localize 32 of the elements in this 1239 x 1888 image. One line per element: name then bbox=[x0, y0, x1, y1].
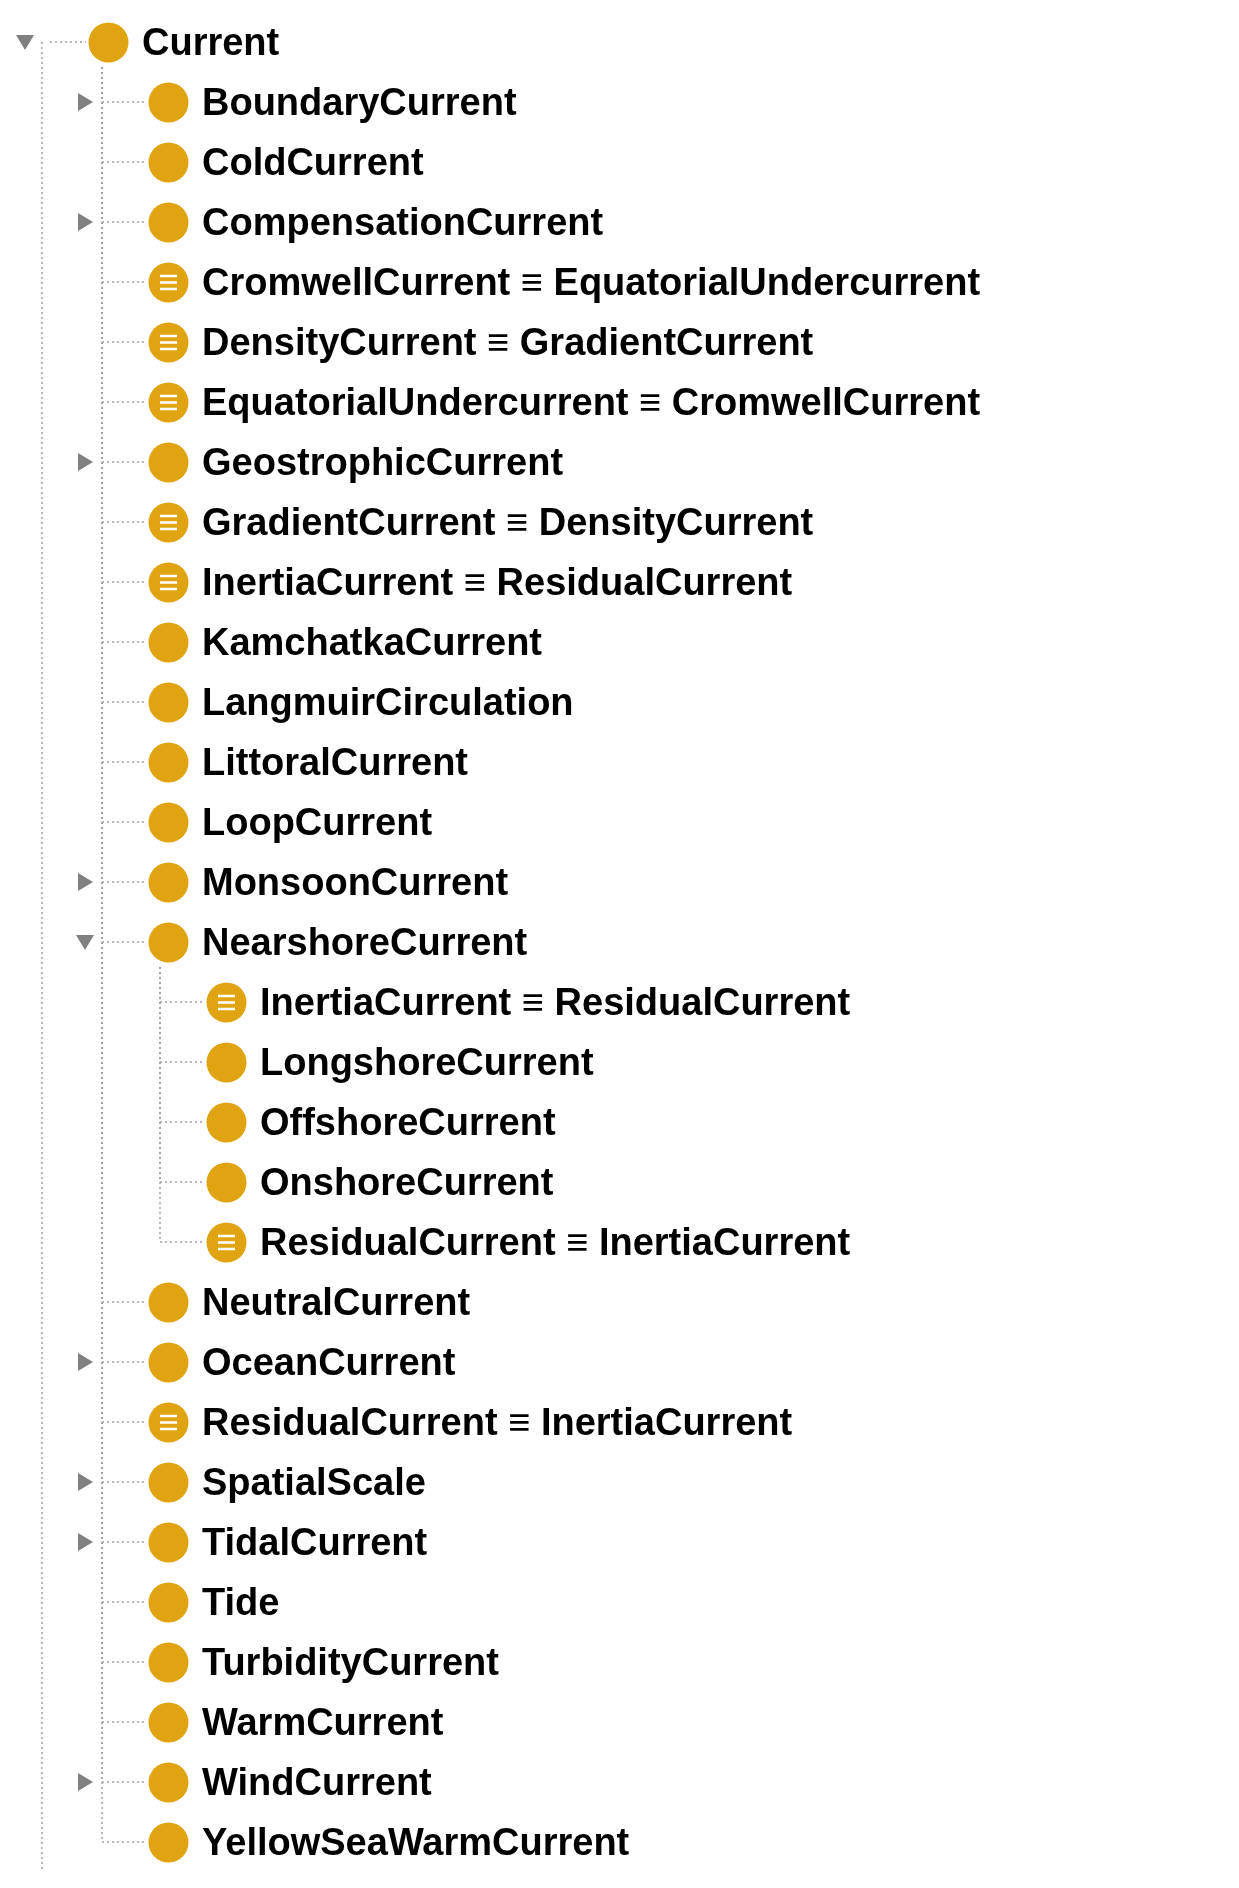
class-name-label: Tide bbox=[202, 1583, 280, 1621]
class-name-label: CromwellCurrent ≡ EquatorialUndercurrent bbox=[202, 263, 981, 301]
class-name-label: OceanCurrent bbox=[202, 1343, 456, 1381]
class-name-label: OnshoreCurrent bbox=[260, 1163, 554, 1201]
class-name-label: WarmCurrent bbox=[202, 1703, 444, 1741]
class-name-label: OffshoreCurrent bbox=[260, 1103, 556, 1141]
class-name-label: BoundaryCurrent bbox=[202, 83, 517, 121]
class-name-label: TidalCurrent bbox=[202, 1523, 428, 1561]
class-name-label: ColdCurrent bbox=[202, 143, 424, 181]
class-name-label: ResidualCurrent ≡ InertiaCurrent bbox=[202, 1403, 793, 1441]
class-name-label: Current bbox=[142, 23, 280, 61]
class-name-label: LongshoreCurrent bbox=[260, 1043, 594, 1081]
class-name-label: NearshoreCurrent bbox=[202, 923, 528, 961]
class-name-label: GeostrophicCurrent bbox=[202, 443, 564, 481]
class-name-label: NeutralCurrent bbox=[202, 1283, 471, 1321]
class-name-label: TurbidityCurrent bbox=[202, 1643, 499, 1681]
class-name-label: InertiaCurrent ≡ ResidualCurrent bbox=[260, 983, 851, 1021]
class-name-label: GradientCurrent ≡ DensityCurrent bbox=[202, 503, 814, 541]
class-name-label: WindCurrent bbox=[202, 1763, 432, 1801]
class-name-label: LangmuirCirculation bbox=[202, 683, 574, 721]
class-name-label: KamchatkaCurrent bbox=[202, 623, 542, 661]
class-name-label: SpatialScale bbox=[202, 1463, 426, 1501]
class-name-label: ResidualCurrent ≡ InertiaCurrent bbox=[260, 1223, 851, 1261]
class-name-label: YellowSeaWarmCurrent bbox=[202, 1823, 630, 1861]
class-name-label: LittoralCurrent bbox=[202, 743, 468, 781]
class-name-label: LoopCurrent bbox=[202, 803, 433, 841]
class-name-label: EquatorialUndercurrent ≡ CromwellCurrent bbox=[202, 383, 981, 421]
class-name-label: CompensationCurrent bbox=[202, 203, 604, 241]
tree-connector-line bbox=[159, 966, 205, 1243]
class-name-label: DensityCurrent ≡ GradientCurrent bbox=[202, 323, 814, 361]
class-name-label: InertiaCurrent ≡ ResidualCurrent bbox=[202, 563, 793, 601]
class-name-label: MonsoonCurrent bbox=[202, 863, 509, 901]
